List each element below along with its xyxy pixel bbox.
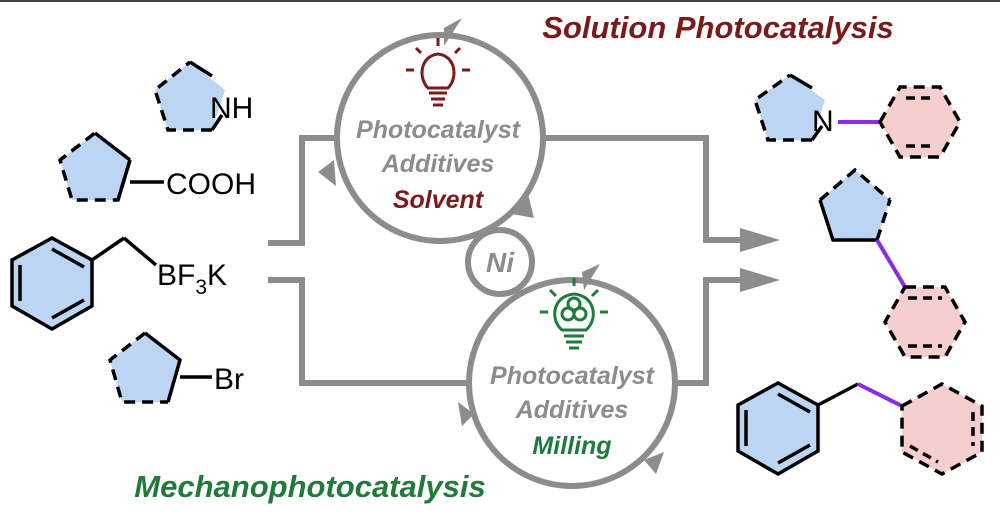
solution-title: Solution Photocatalysis [542,10,893,45]
bromide-reagent: Br [107,331,244,404]
solution-solvent-label: Solvent [393,186,485,214]
solution-additives-label: Additives [381,150,495,178]
flow-lines [268,135,742,386]
mechano-additives-label: Additives [515,396,629,424]
mechano-milling-label: Milling [532,432,611,460]
cyclopentyl-aryl-product [818,167,968,359]
mechano-photocatalyst-label: Photocatalyst [490,362,656,390]
arrowhead-top [740,228,780,252]
lightbulb-balls-icon [540,278,608,350]
cooh-label: COOH [166,168,256,201]
br-label: Br [214,363,244,396]
lightbulb-icon [406,38,470,107]
product-n-label: N [812,105,834,138]
amine-nh-label: NH [210,92,253,125]
nickel-label: Ni [486,247,515,278]
mechano-title: Mechanophotocatalysis [134,469,485,504]
pyrrolidine-reagent: NH [152,60,253,132]
nickel-cycle: Ni [465,227,535,297]
solution-photocatalyst-label: Photocatalyst [356,116,522,144]
bf3k-label: BF3K [157,259,227,299]
n-aryl-pyrrolidine-product: N [752,73,963,159]
benzyl-borate-reagent: BF3K [10,236,227,332]
diarylmethane-product [736,381,984,477]
mechano-cycle: Photocatalyst Additives Milling [458,264,678,489]
solution-cycle: Photocatalyst Additives Solvent [318,18,546,244]
arrowhead-bottom [740,268,780,292]
carboxylic-acid-reagent: COOH [57,131,256,202]
